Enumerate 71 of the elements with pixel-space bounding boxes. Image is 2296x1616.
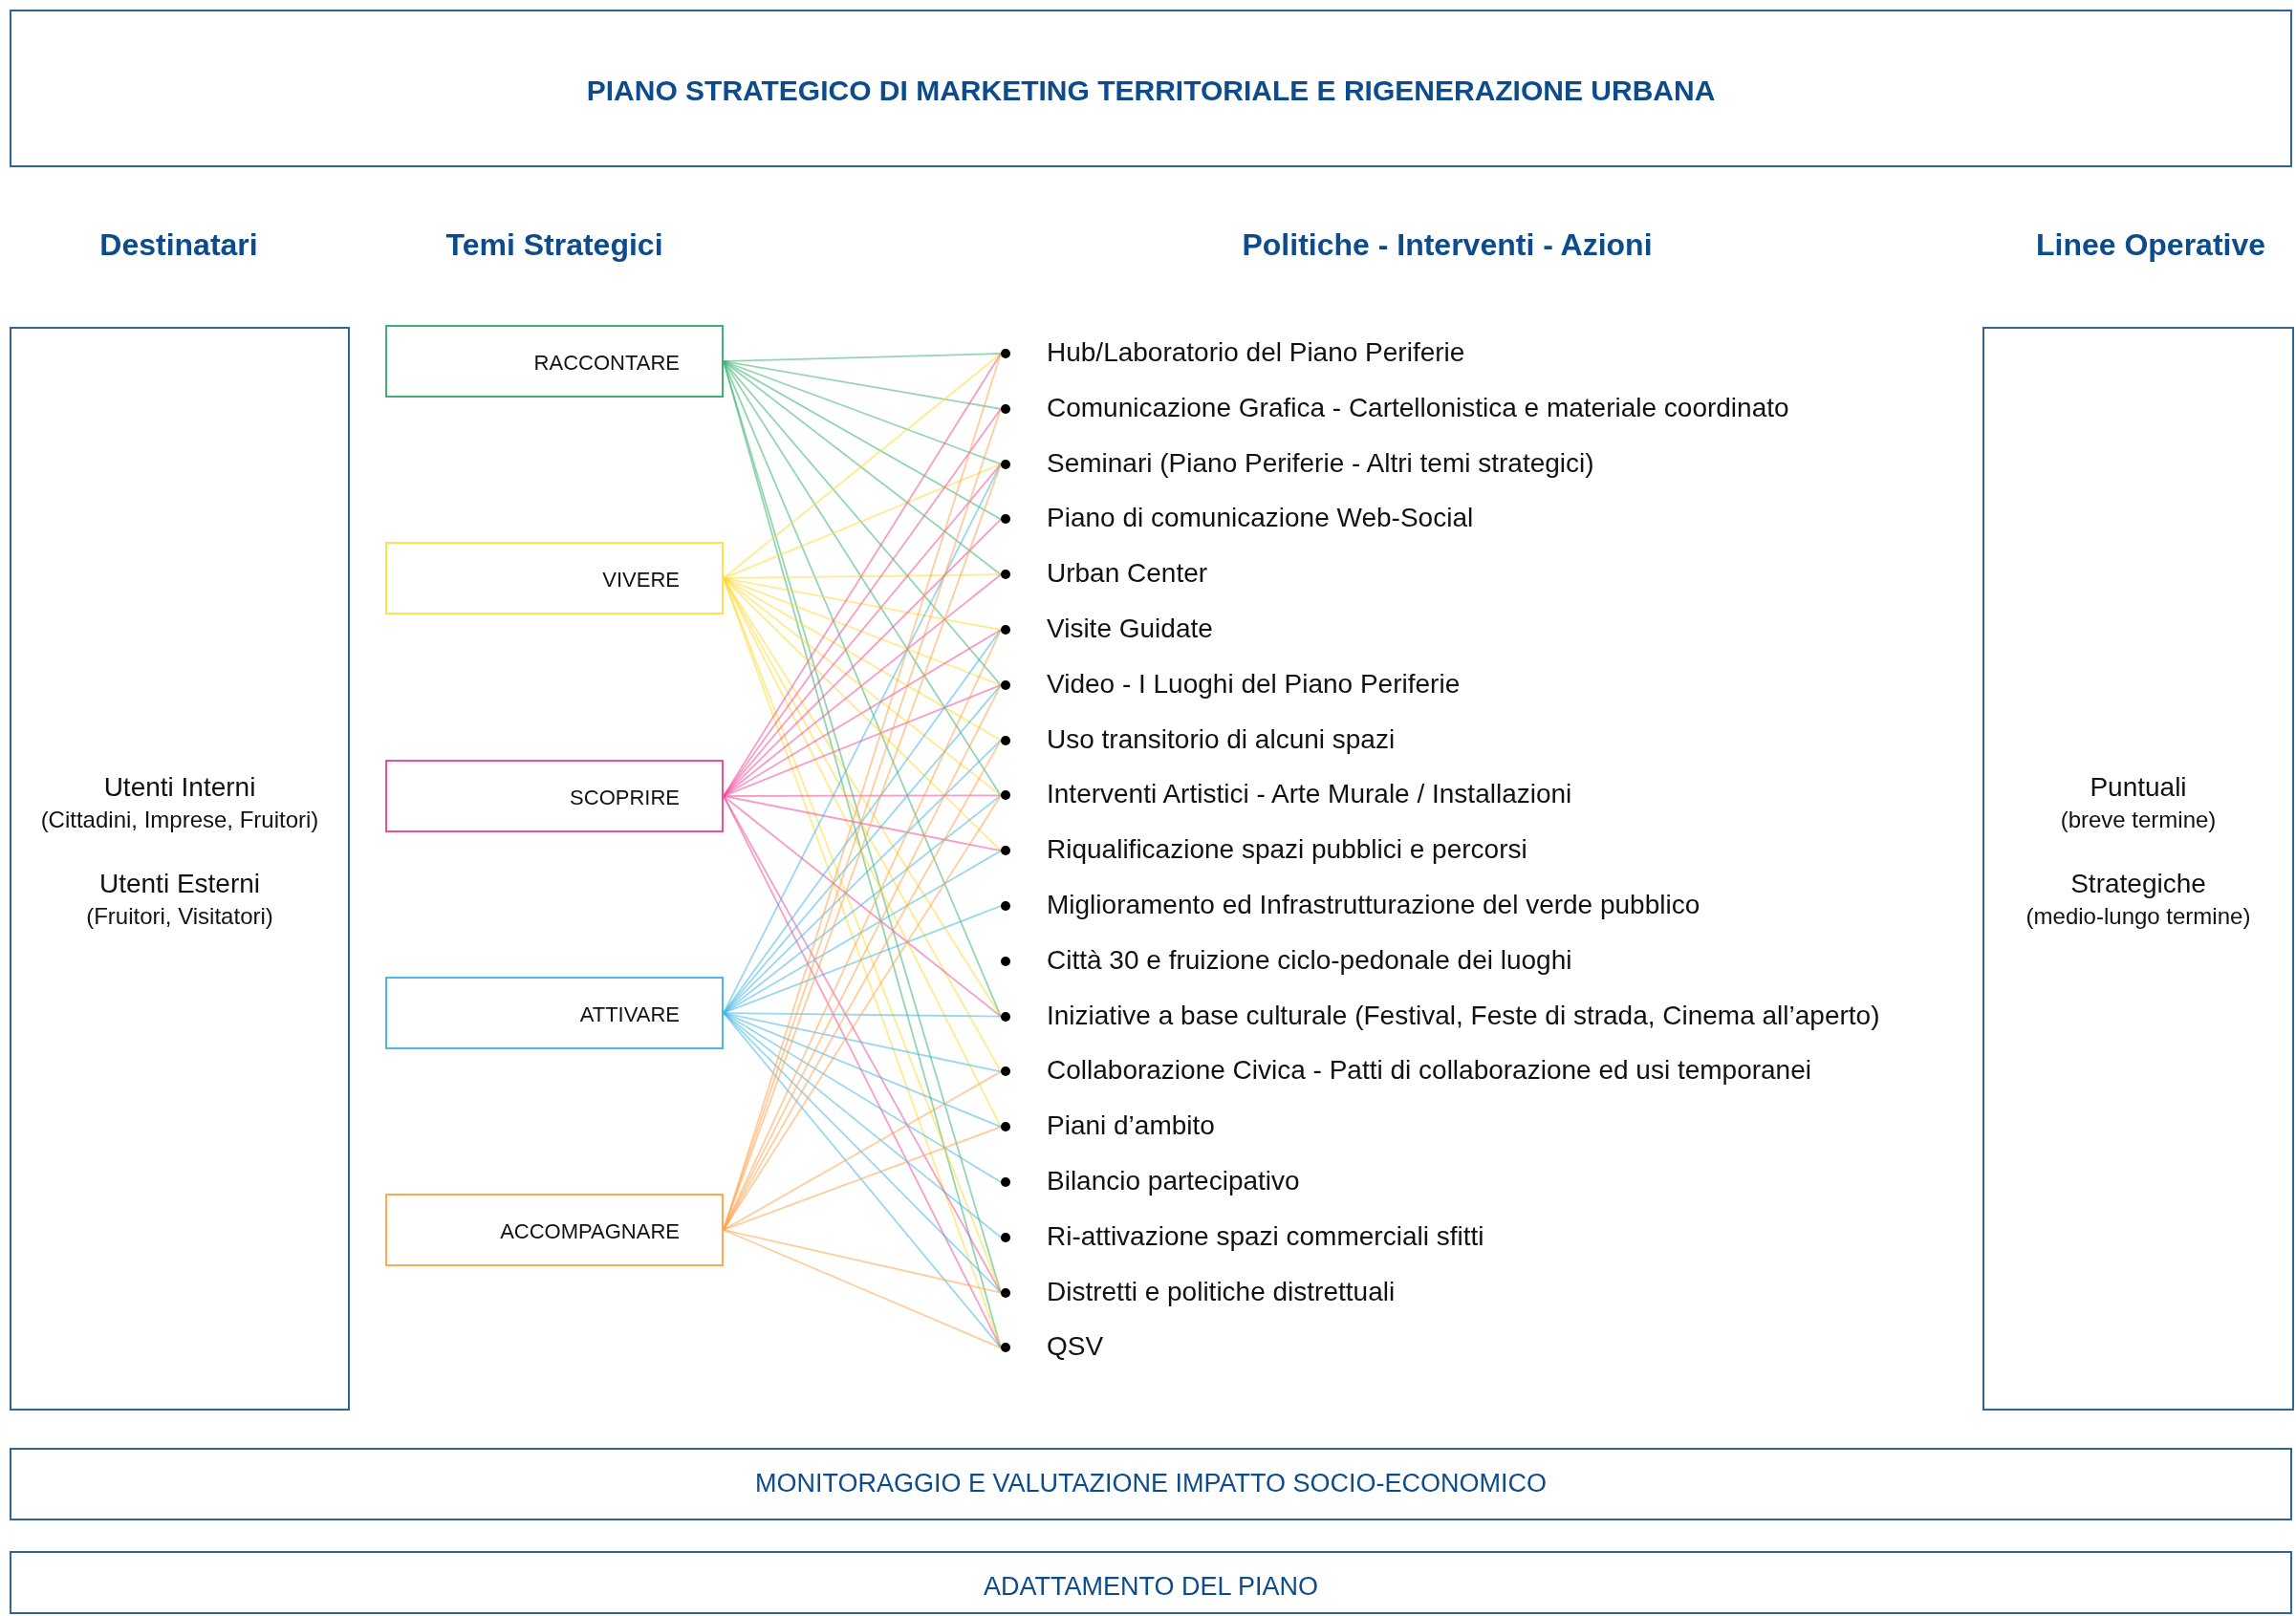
group-label: Utenti Esterni (97, 869, 262, 899)
connector-line (723, 1012, 1002, 1349)
action-label: Uso transitorio di alcuni spazi (1047, 723, 1396, 755)
action-label: Miglioramento ed Infrastrutturazione del verde pubblico (1047, 890, 1700, 920)
theme-box (385, 542, 724, 614)
action-label: Ri-attivazione spazi commerciali sfitti (1047, 1220, 1484, 1252)
theme-label: RACCONTARE (533, 351, 680, 376)
connector-line (723, 577, 1002, 631)
action-label: Piano di comunicazione Web-Social (1047, 503, 1474, 534)
connector-line (723, 905, 1002, 1014)
note-text: (breve termine) (2059, 807, 2218, 833)
connector-line (723, 1229, 1002, 1294)
action-label: Città 30 e fruizione ciclo-pedonale dei luoghi (1047, 944, 1572, 976)
connector-line (723, 1012, 1002, 1018)
band-label: MONITORAGGIO E VALUTAZIONE IMPATTO SOCIO-ECONOMICO (753, 1469, 1549, 1498)
action-label: Visite Guidate (1047, 614, 1213, 644)
action-label: Comunicazione Grafica - Cartellonistica e materiale coordinato (1047, 392, 1789, 423)
action-label: Interventi Artistici - Arte Murale / Installazioni (1047, 779, 1572, 810)
diagram-title: PIANO STRATEGICO DI MARKETING TERRITORIALE E RIGENERAZIONE URBANA (585, 75, 1717, 107)
connector-line (723, 1126, 1002, 1231)
connector-line (723, 463, 1002, 579)
connector-line (723, 1012, 1002, 1073)
theme-label: VIVERE (602, 568, 680, 593)
action-label: Bilancio partecipativo (1047, 1166, 1300, 1196)
theme-label: SCOPRIRE (570, 786, 680, 810)
connector-line (723, 795, 1002, 852)
action-label: Hub/Laboratorio del Piano Periferie (1047, 337, 1465, 368)
group-label: Strategiche (2069, 869, 2207, 899)
connector-line (723, 353, 1002, 362)
connector-line (723, 518, 1002, 797)
group-label: Puntuali (2089, 772, 2188, 803)
connector-line (723, 360, 1002, 410)
process-band (10, 1551, 2292, 1614)
connector-line (723, 573, 1002, 579)
action-label: Seminari (Piano Periferie - Altri temi strategici) (1047, 447, 1594, 479)
connector-line (723, 1012, 1002, 1294)
connector-line (723, 577, 1002, 852)
theme-box (385, 760, 724, 832)
note-text: (Cittadini, Imprese, Fruitori) (39, 807, 320, 833)
connector-line (723, 360, 1002, 686)
action-label: Iniziative a base culturale (Festival, Feste di strada, Cinema all’aperto) (1047, 1000, 1880, 1031)
connector-line (723, 1012, 1002, 1183)
connector-line (723, 683, 1002, 797)
process-band (10, 1448, 2292, 1520)
action-label: Video - I Luoghi del Piano Periferie (1047, 668, 1461, 700)
target-box (1982, 327, 2294, 1411)
action-label: Collaborazione Civica - Patti di collaborazione ed usi temporanei (1047, 1055, 1811, 1087)
connector-line (723, 1229, 1002, 1349)
band-label: ADATTAMENTO DEL PIANO (982, 1572, 1320, 1602)
connector-line (723, 360, 1002, 521)
action-label: Distretti e politiche distrettuali (1047, 1276, 1396, 1307)
group-label: Utenti Interni (102, 772, 257, 803)
connector-line (723, 629, 1002, 797)
connector-line (723, 850, 1002, 1014)
theme-label: ATTIVARE (579, 1002, 680, 1027)
note-text: (medio-lungo termine) (2025, 903, 2252, 930)
column-heading: Temi Strategici (444, 227, 664, 263)
theme-label: ACCOMPAGNARE (500, 1219, 680, 1244)
column-heading: Linee Operative (2034, 227, 2267, 263)
note-text: (Fruitori, Visitatori) (85, 903, 274, 930)
theme-box (385, 1194, 724, 1266)
theme-box (385, 325, 724, 398)
connector-line (723, 794, 1002, 797)
action-label: Riqualificazione spazi pubblici e percorsi (1047, 834, 1527, 866)
theme-box (385, 977, 724, 1049)
column-heading: Politiche - Interventi - Azioni (1241, 227, 1654, 263)
action-label: QSV (1047, 1331, 1104, 1363)
action-label: Piani d’ambito (1047, 1110, 1215, 1142)
connector-line (723, 577, 1002, 742)
action-label: Urban Center (1047, 558, 1208, 590)
target-box (10, 327, 350, 1411)
